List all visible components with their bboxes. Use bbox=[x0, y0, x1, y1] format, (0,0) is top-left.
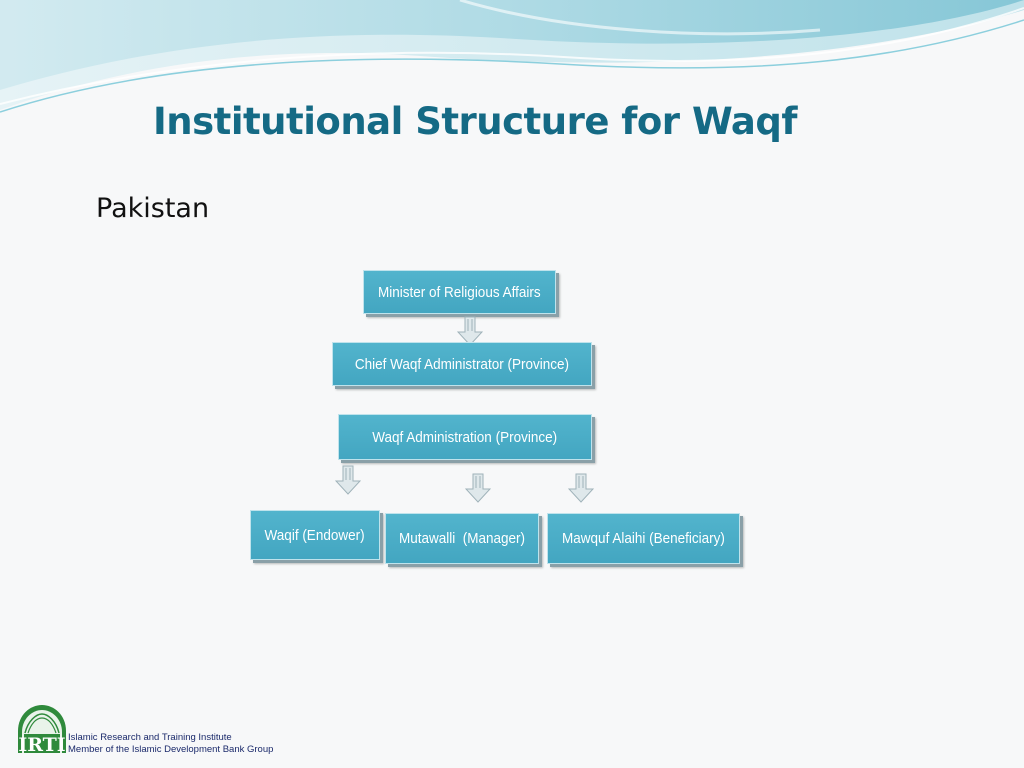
mutawalli-box: Mutawalli (Manager) bbox=[385, 513, 539, 564]
chief-administrator-box: Chief Waqf Administrator (Province) bbox=[332, 342, 592, 386]
arrow-down-icon bbox=[465, 473, 491, 503]
slide-title: Institutional Structure for Waqf bbox=[153, 100, 797, 143]
minister-label: Minister of Religious Affairs bbox=[378, 283, 541, 301]
footer-institute-name: Islamic Research and Training Institute bbox=[68, 732, 232, 743]
waqf-administration-box: Waqf Administration (Province) bbox=[338, 414, 592, 460]
mawquf-alaihi-box: Mawquf Alaihi (Beneficiary) bbox=[547, 513, 740, 564]
irti-logo: IRTI bbox=[18, 705, 66, 755]
footer-text: Islamic Research and Training Institute … bbox=[68, 732, 273, 756]
waqif-box: Waqif (Endower) bbox=[250, 510, 380, 560]
minister-box: Minister of Religious Affairs bbox=[363, 270, 556, 314]
waqf-administration-label: Waqf Administration (Province) bbox=[372, 428, 558, 446]
footer-membership: Member of the Islamic Development Bank G… bbox=[68, 744, 274, 755]
mawquf-alaihi-label: Mawquf Alaihi (Beneficiary) bbox=[562, 530, 725, 547]
waqif-label: Waqif (Endower) bbox=[264, 526, 366, 544]
svg-text:IRTI: IRTI bbox=[18, 734, 65, 755]
country-subtitle: Pakistan bbox=[96, 193, 210, 224]
mutawalli-label: Mutawalli (Manager) bbox=[398, 530, 526, 547]
arrow-down-icon bbox=[335, 465, 361, 495]
arrow-down-icon bbox=[568, 473, 594, 503]
arrow-down-icon bbox=[457, 316, 483, 346]
chief-administrator-label: Chief Waqf Administrator (Province) bbox=[354, 355, 570, 373]
header-wave-decoration bbox=[0, 0, 1024, 113]
